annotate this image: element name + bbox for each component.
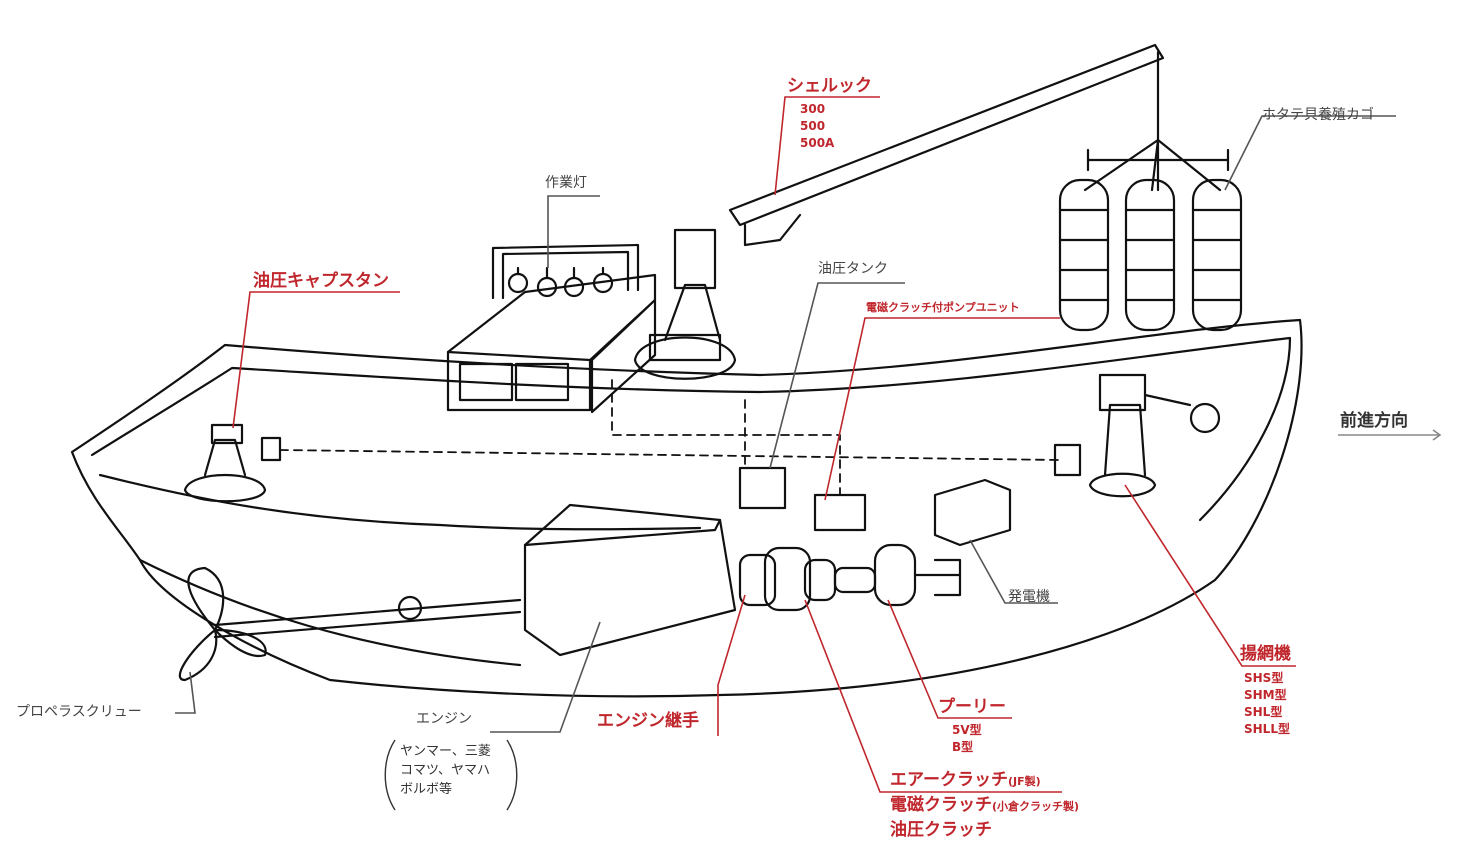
net-hauler-model: SHM型 <box>1244 688 1287 702</box>
air-clutch-name: エアークラッチ <box>890 770 1008 790</box>
label-work-light: 作業灯 <box>545 175 587 191</box>
em-clutch-name: 電磁クラッチ <box>890 795 992 815</box>
pulley-model: 5V型 <box>952 723 982 737</box>
label-engine-coupling: エンジン継手 <box>597 711 699 731</box>
pulley-model: B型 <box>952 740 974 754</box>
engine-maker: コマツ、ヤマハ <box>400 763 490 778</box>
leader-propeller <box>175 671 196 714</box>
leader-engine <box>490 621 601 733</box>
leader-pump-unit <box>824 317 1060 501</box>
shellock-model: 500 <box>800 119 826 133</box>
label-generator: 発電機 <box>1008 589 1050 605</box>
label-em-clutch: 電磁クラッチ(小倉クラッチ製) <box>890 797 1079 814</box>
label-air-clutch: エアークラッチ(JF製) <box>890 772 1041 789</box>
leader-shellock <box>774 96 880 196</box>
leader-generator <box>969 539 1058 604</box>
leader-hydraulic-tank <box>769 282 905 469</box>
leader-capstan <box>232 291 400 429</box>
leader-clutch <box>804 599 1062 793</box>
engine-maker: ボルボ等 <box>400 782 453 797</box>
hydraulic-lines <box>279 379 1061 496</box>
net-hauler-model: SHL型 <box>1244 705 1283 719</box>
engine-maker-list: ヤンマー、三菱 コマツ、ヤマハ ボルボ等 <box>400 742 491 799</box>
pulley-model-list: 5V型 B型 <box>952 722 982 756</box>
leader-net-hauler <box>1124 484 1296 667</box>
shellock-model: 300 <box>800 102 826 116</box>
net-hauler-model: SHS型 <box>1244 671 1284 685</box>
engine <box>523 503 737 657</box>
label-hydraulic-tank: 油圧タンク <box>818 261 888 277</box>
leader-scallop-cage <box>1224 115 1396 191</box>
pump-unit <box>813 493 867 532</box>
crane-base <box>633 336 737 380</box>
label-pulley: プーリー <box>938 697 1006 717</box>
net-hauler <box>1088 472 1157 498</box>
engine-maker: ヤンマー、三菱 <box>400 744 491 759</box>
generator <box>933 478 1012 547</box>
scallop-cages <box>1058 178 1243 332</box>
shellock-model-list: 300 500 500A <box>800 101 834 152</box>
label-hyd-clutch: 油圧クラッチ <box>890 820 992 840</box>
propeller <box>187 566 225 632</box>
label-hydraulic-capstan: 油圧キャプスタン <box>253 271 389 291</box>
shellock-model: 500A <box>800 136 835 150</box>
label-engine: エンジン <box>416 711 472 727</box>
direction-arrow <box>1338 429 1442 441</box>
hydraulic-tank <box>738 466 787 510</box>
label-propeller: プロペラスクリュー <box>16 704 142 720</box>
label-pump-unit: 電磁クラッチ付ポンプユニット <box>866 301 1020 314</box>
label-net-hauler: 揚網機 <box>1240 644 1291 664</box>
em-clutch-maker: (小倉クラッチ製) <box>992 800 1080 813</box>
gunwale-line <box>90 336 1292 522</box>
work-light-frame <box>491 243 640 300</box>
label-direction: 前進方向 <box>1340 411 1408 431</box>
hull-outline <box>70 318 1303 698</box>
keel-line <box>138 558 522 667</box>
leader-work-light <box>547 195 600 268</box>
label-shellock: シェルック <box>787 76 872 96</box>
net-hauler-model-list: SHS型 SHM型 SHL型 SHLL型 <box>1244 670 1290 738</box>
capstan <box>183 474 267 503</box>
leader-pulley <box>887 599 1012 719</box>
label-scallop-cage: ホタテ貝養殖カゴ <box>1262 107 1374 123</box>
net-hauler-model: SHLL型 <box>1244 722 1290 736</box>
air-clutch-maker: (JF製) <box>1007 775 1041 788</box>
leader-engine-coupling <box>717 594 746 736</box>
crane-boom <box>728 43 1165 227</box>
